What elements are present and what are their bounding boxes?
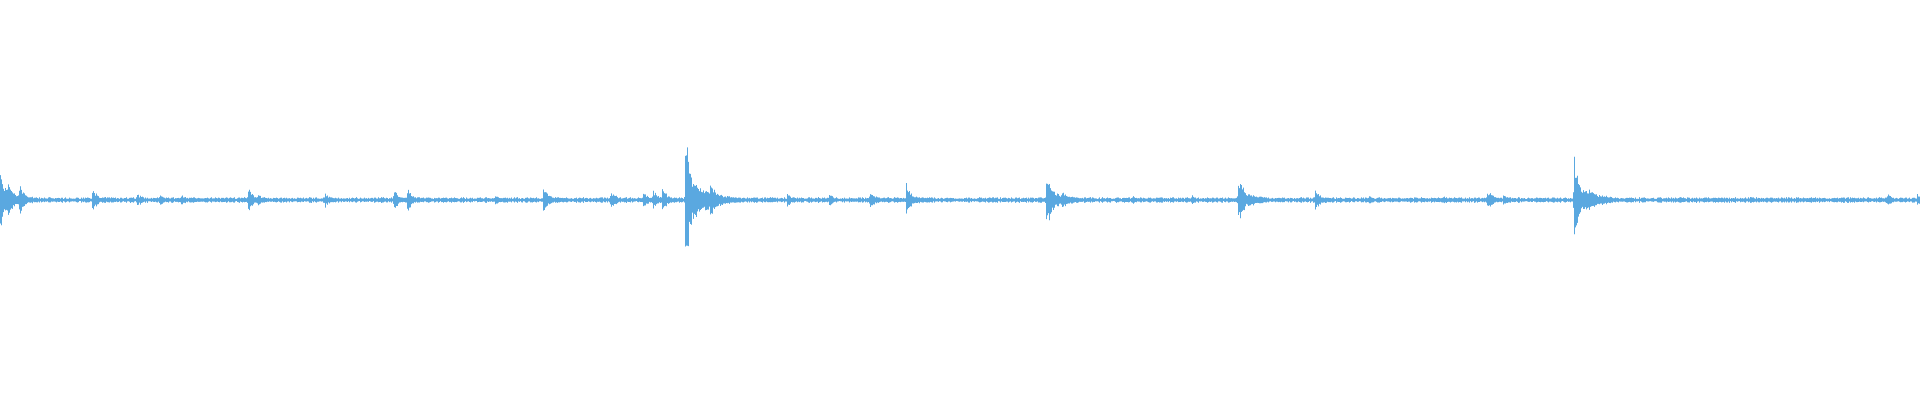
waveform-trace xyxy=(0,147,1920,247)
waveform-samples xyxy=(0,147,1920,247)
